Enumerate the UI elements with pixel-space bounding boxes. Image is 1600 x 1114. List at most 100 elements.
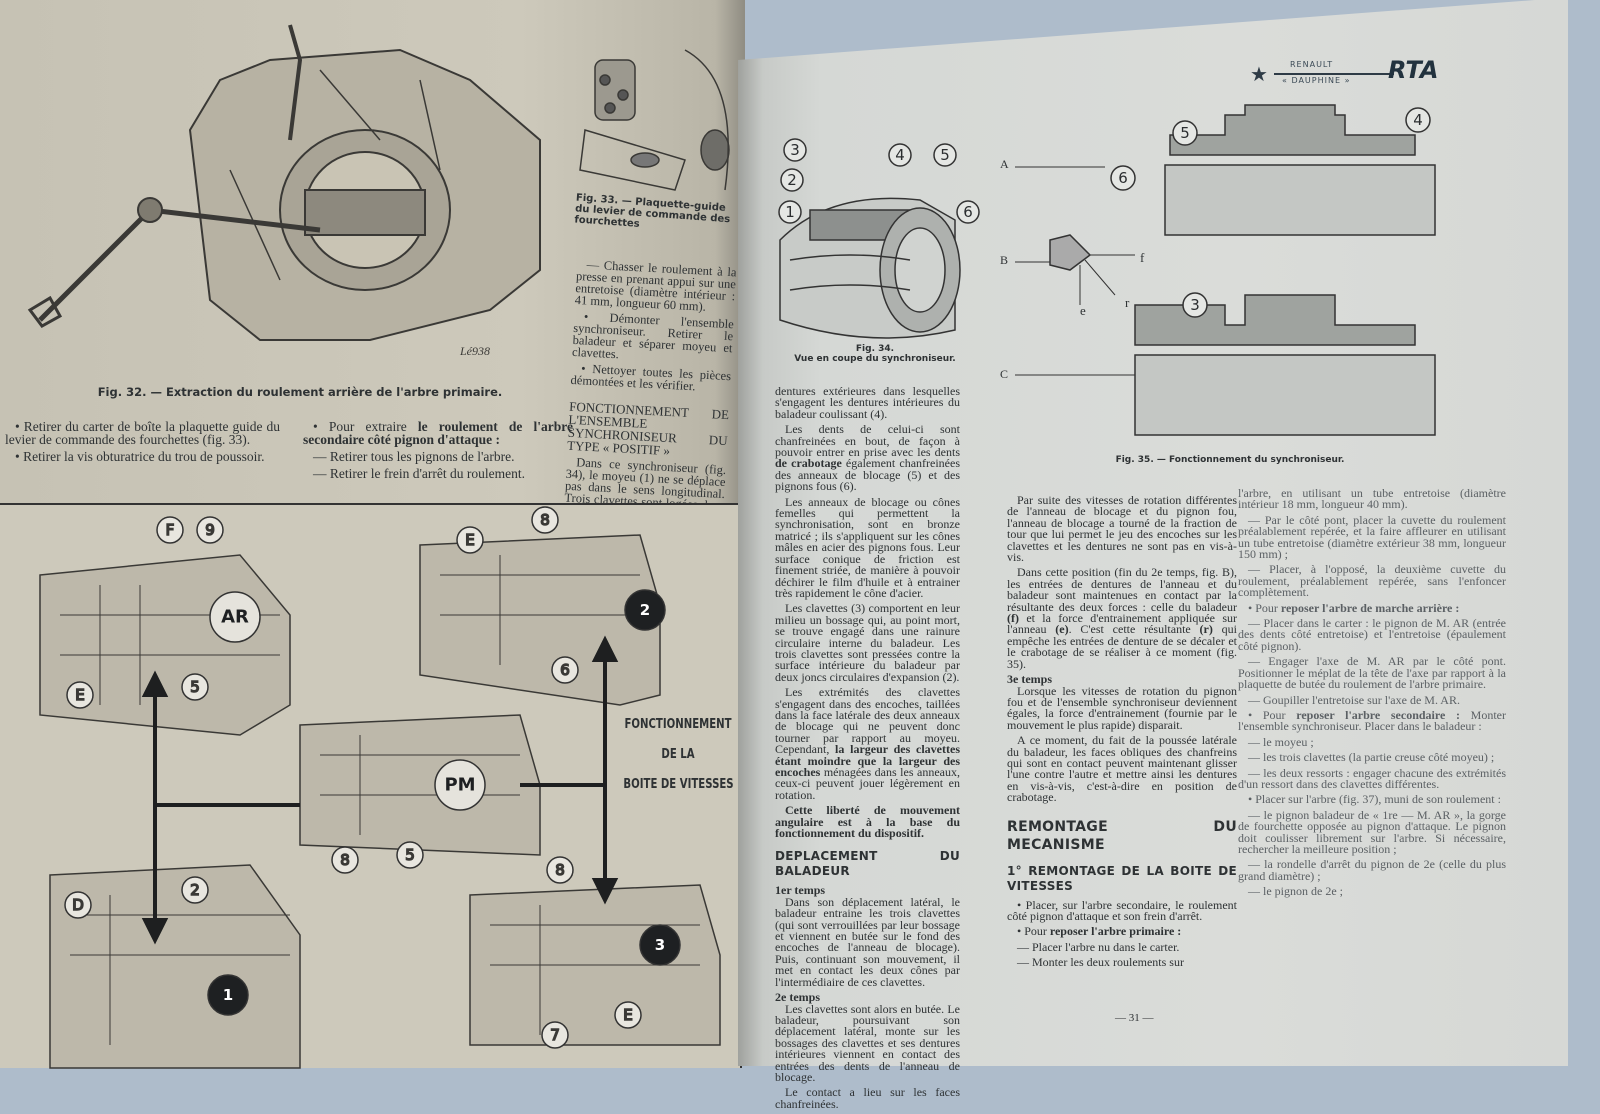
col3-paragraphs: — Chasser le roulement à la presse en pr… [570, 258, 737, 394]
section-heading: 1° REMONTAGE DE LA BOITE DE VITESSES [1007, 864, 1237, 894]
paragraph: • Placer sur l'arbre (fig. 37), muni de … [1238, 793, 1506, 805]
paragraph: — les trois clavettes (la partie creuse … [1238, 750, 1506, 765]
row-label-a: A [1000, 157, 1009, 171]
brand-bottom: « DAUPHINE » [1282, 76, 1351, 85]
fig35-callout: 5 [1180, 124, 1190, 142]
gearbox-callout: 5 [405, 846, 415, 864]
fig32-caption: Fig. 32. — Extraction du roulement arriè… [70, 385, 530, 399]
brand-top: RENAULT [1290, 60, 1334, 69]
text-run: — la rondelle d'arrêt du pignon de 2e (c… [1238, 857, 1506, 883]
synchro-heading: FONCTIONNEMENT DE L'ENSEMBLE SYNCHRONISE… [566, 398, 730, 459]
gearbox-callout: 8 [340, 851, 350, 869]
text-run: — le moyeu ; [1248, 734, 1314, 749]
paragraph: • Pour reposer l'arbre primaire : [1007, 924, 1237, 939]
paragraph: — la rondelle d'arrêt du pignon de 2e (c… [1238, 857, 1506, 883]
fig32-signature: Lé938 [459, 344, 490, 358]
text-run: Dans son déplacement latéral, le baladeu… [775, 894, 960, 989]
paragraph: • Pour reposer l'arbre de marche arrière… [1238, 600, 1506, 615]
text-run: de crabotage [775, 456, 842, 471]
text-run: la largeur des clavettes étant moindre q… [775, 742, 960, 779]
gearbox-callout: F [166, 521, 175, 539]
right-text-column-3: l'arbre, en utilisant un tube entretoise… [1238, 487, 1506, 902]
fig34-callout: 4 [895, 146, 905, 164]
text-run: • Placer, sur l'arbre secondaire, le rou… [1007, 897, 1237, 923]
text-run: DEPLACEMENT DU BALADEUR [775, 849, 960, 879]
paragraph: • Pour reposer l'arbre secondaire : Mont… [1238, 709, 1506, 733]
fig35-callout: 3 [1190, 296, 1200, 314]
fig34-callout: 5 [940, 146, 950, 164]
text-run: qui empêche les entrées de denture de se… [1007, 622, 1237, 671]
title-line-2: DE LA [661, 747, 695, 762]
paragraph: Les dents de celui-ci sont chanfreinées … [775, 422, 960, 492]
gear-badge: AR [221, 607, 249, 628]
gearbox-callout: 7 [550, 1026, 560, 1044]
text-run: reposer l'arbre primaire : [1049, 924, 1182, 939]
gearbox-callout-circle [196, 516, 224, 544]
right-text-column-1: dentures extérieures dans lesquelles s'e… [775, 385, 960, 1114]
gearbox-callout: 2 [190, 881, 200, 899]
gearbox-diagram-title: FONCTIONNEMENT DE LA BOITE DE VITESSES [623, 710, 733, 800]
paragraph: — Placer l'arbre nu dans le carter. [1007, 941, 1237, 953]
paragraph: — Goupiller l'entretoise sur l'axe de M.… [1238, 694, 1506, 706]
text-run: (r) [1199, 622, 1213, 637]
gearbox-callout-circle [456, 526, 484, 554]
gearbox-callout: 8 [540, 511, 550, 529]
text-run: le roulement de l'arbre secondaire côté … [303, 419, 573, 447]
text-run: (e) [1055, 622, 1069, 637]
paragraph: 2e temps [775, 990, 960, 1005]
paragraph: Les clavettes sont alors en butée. Le ba… [775, 1002, 960, 1084]
paragraph: 1er temps [775, 883, 960, 898]
paragraph: Dans son déplacement latéral, le baladeu… [775, 894, 960, 989]
text-run: — les trois clavettes (la partie creuse … [1248, 750, 1495, 765]
section-heading: REMONTAGE DU MECANISME [1007, 818, 1237, 854]
text-run: — Placer, à l'opposé, la deuxième cuvett… [1238, 562, 1506, 600]
text-run: 2e temps [775, 990, 820, 1005]
paragraph: — Chasser le roulement à la presse en pr… [574, 258, 736, 314]
rta-logo: RTA [1388, 56, 1439, 84]
paragraph: • Retirer la vis obturatrice du trou de … [5, 450, 280, 464]
left-text-column-2: • Pour extraire le roulement de l'arbre … [303, 420, 573, 484]
text-run: — Chasser le roulement à la presse en pr… [574, 257, 737, 314]
text-run: 1er temps [775, 883, 826, 898]
left-page: Lé938 Fig. 32. — Extraction du roulement… [0, 0, 745, 1069]
paragraph: Lorsque les vitesses de rotation du pign… [1007, 684, 1237, 732]
paragraph: 3e temps [1007, 673, 1237, 685]
text-run: — Par le côté pont, placer la cuvette du… [1238, 512, 1506, 562]
text-run: Les extrémités des clavettes s'engagent … [775, 685, 960, 757]
paragraph: Le contact a lieu sur les faces chanfrei… [775, 1086, 960, 1110]
star-icon: ★ [1250, 64, 1268, 86]
text-run: Les dents de celui-ci sont chanfreinées … [775, 422, 960, 460]
fig32-number: Fig. 32. — [97, 385, 162, 399]
gearbox-callout-circle [546, 856, 574, 884]
text-run: • Pour extraire [313, 419, 418, 434]
gearbox-callout-circle [331, 846, 359, 874]
paragraph: — Engager l'axe de M. AR par le côté pon… [1238, 655, 1506, 690]
gearbox-callout-circle [66, 681, 94, 709]
fig34-callout: 6 [963, 203, 973, 221]
gearbox-callout-circle [181, 876, 209, 904]
gearbox-callout-circle [181, 673, 209, 701]
text-run: 1° REMONTAGE DE LA BOITE DE VITESSES [1007, 863, 1237, 893]
text-run: A ce moment, du fait de la poussée latér… [1007, 733, 1237, 805]
text-run: reposer l'arbre de marche arrière : [1280, 600, 1460, 615]
fig34-callout-circle [933, 143, 957, 167]
fig35-callout: 6 [1118, 169, 1128, 187]
row-label-b: B [1000, 253, 1009, 267]
text-run: — Retirer le frein d'arrêt du roulement. [313, 466, 525, 481]
title-line-1: FONCTIONNEMENT [624, 717, 732, 732]
fig35-caption: Fig. 35. — Fonctionnement du synchronise… [1115, 455, 1345, 465]
fig34-caption-text: Vue en coupe du synchroniseur. [794, 354, 956, 364]
rta-header-logo: ★ RENAULT « DAUPHINE » RTA [1250, 56, 1440, 90]
text-run: — le pignon baladeur de « 1re — M. AR »,… [1238, 807, 1506, 856]
paragraph: • Placer, sur l'arbre secondaire, le rou… [1007, 897, 1237, 923]
fig35-callout-circle [1405, 107, 1431, 133]
fig34-callout-circle [778, 200, 802, 224]
paragraph: — Monter les deux roulements sur [1007, 956, 1237, 968]
paragraph: — le moyeu ; [1238, 734, 1506, 749]
fig34-number: Fig. 34. [855, 344, 895, 354]
gearbox-callout: 5 [190, 678, 200, 696]
gearbox-callout-circle [614, 1001, 642, 1029]
gearbox-callout-circle [541, 1021, 569, 1049]
fig35-labels: A B C f e r [995, 95, 1445, 445]
text-run: et la force d'entrainement appliquée sur… [1007, 611, 1237, 637]
